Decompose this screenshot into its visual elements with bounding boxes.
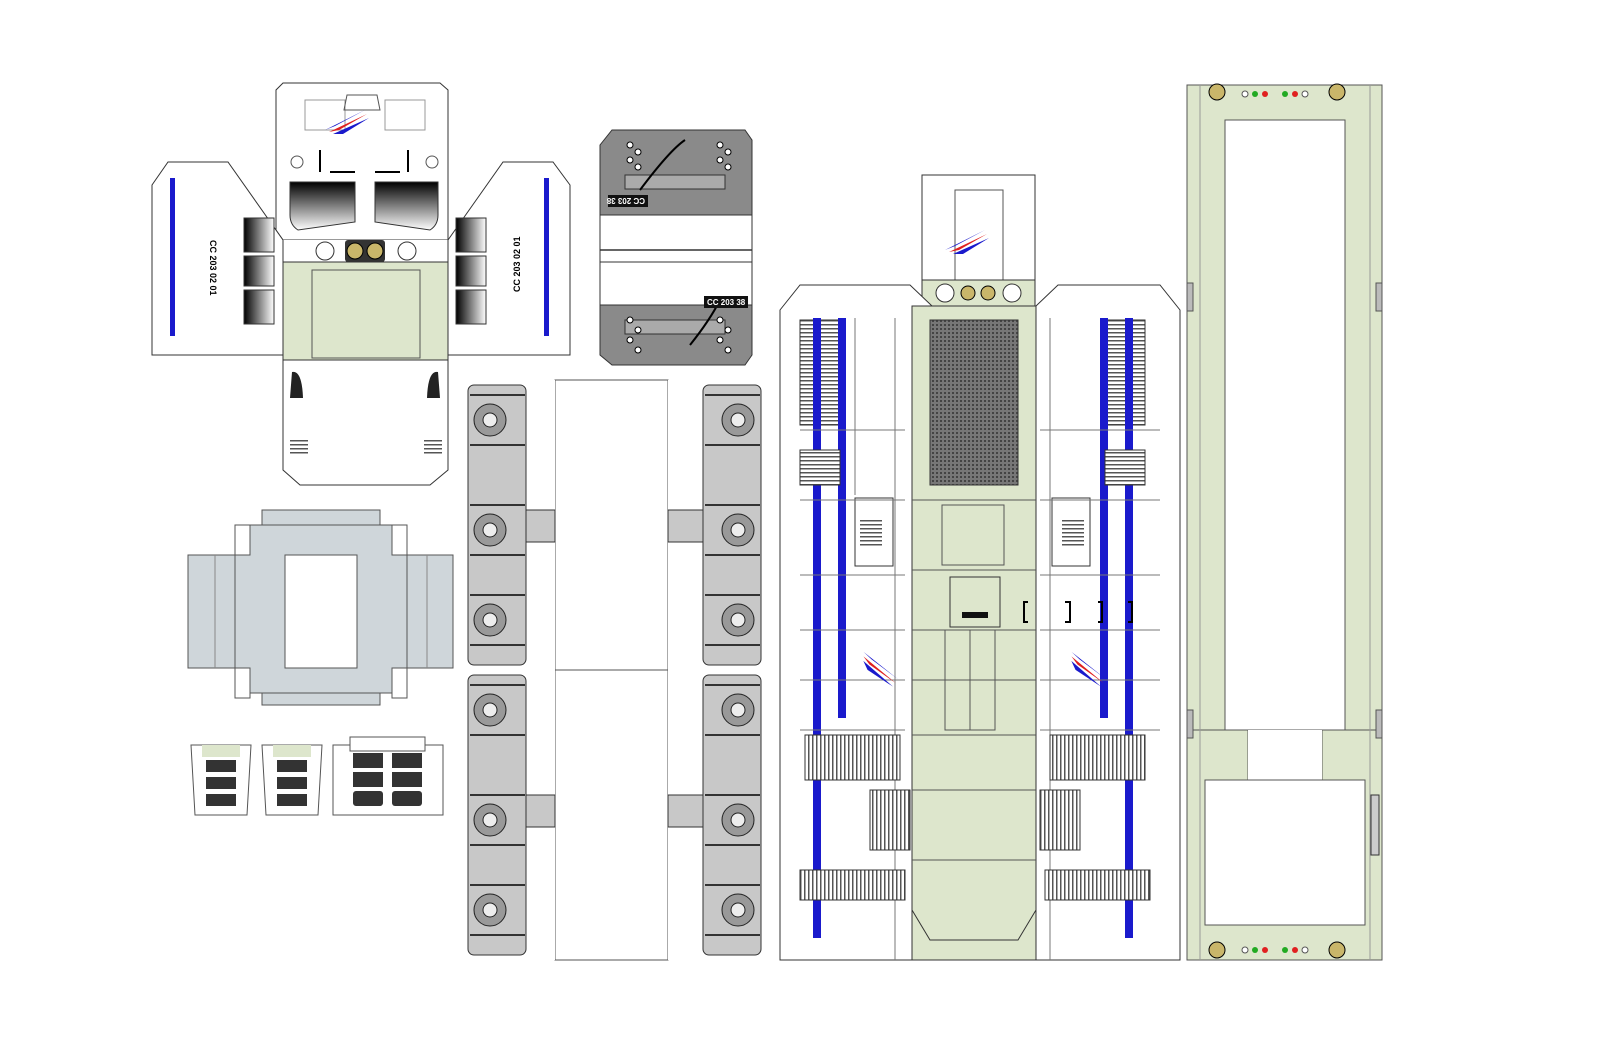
headlight-icon [935,283,955,303]
windscreen-right [374,181,439,231]
grille-icon [290,440,308,454]
vent-icon [1062,518,1084,546]
roof-label-bottom: CC 203 38 [707,298,746,307]
vent-icon [860,518,882,546]
marker-light-icon [425,155,439,169]
headlight-icon [980,285,996,301]
step-pieces [190,736,444,816]
cab-side-label-left: CC 203 02 01 [208,240,218,296]
buffer-icon [1208,83,1226,101]
grille-icon [424,440,442,454]
headlight-icon [1002,283,1022,303]
headlight-icon [960,285,976,301]
windscreen-left [289,181,356,231]
buffer-icon [1208,941,1226,959]
headlight-icon [315,241,335,261]
headlight-icon [366,242,384,260]
bogie-sheet [462,379,763,961]
roof-label-top: CC 203 38 [606,196,645,205]
mirror-icon [290,371,303,398]
headlight-icon [346,242,364,260]
underframe-cross-piece [187,509,454,706]
buffer-icon [1328,941,1346,959]
roof-piece: CC 203 38 CC 203 38 [599,129,753,366]
roof-grille [929,319,1019,486]
cab-front-piece: CC 203 02 01 CC 203 02 01 [151,82,571,486]
marker-light-icon [290,155,304,169]
headlight-icon [397,241,417,261]
cab-side-label-right: CC 203 02 01 [512,236,522,292]
buffer-icon [1328,83,1346,101]
chassis-frame [1186,83,1383,961]
body-side-sheet [779,174,1181,961]
mirror-icon [427,371,440,398]
